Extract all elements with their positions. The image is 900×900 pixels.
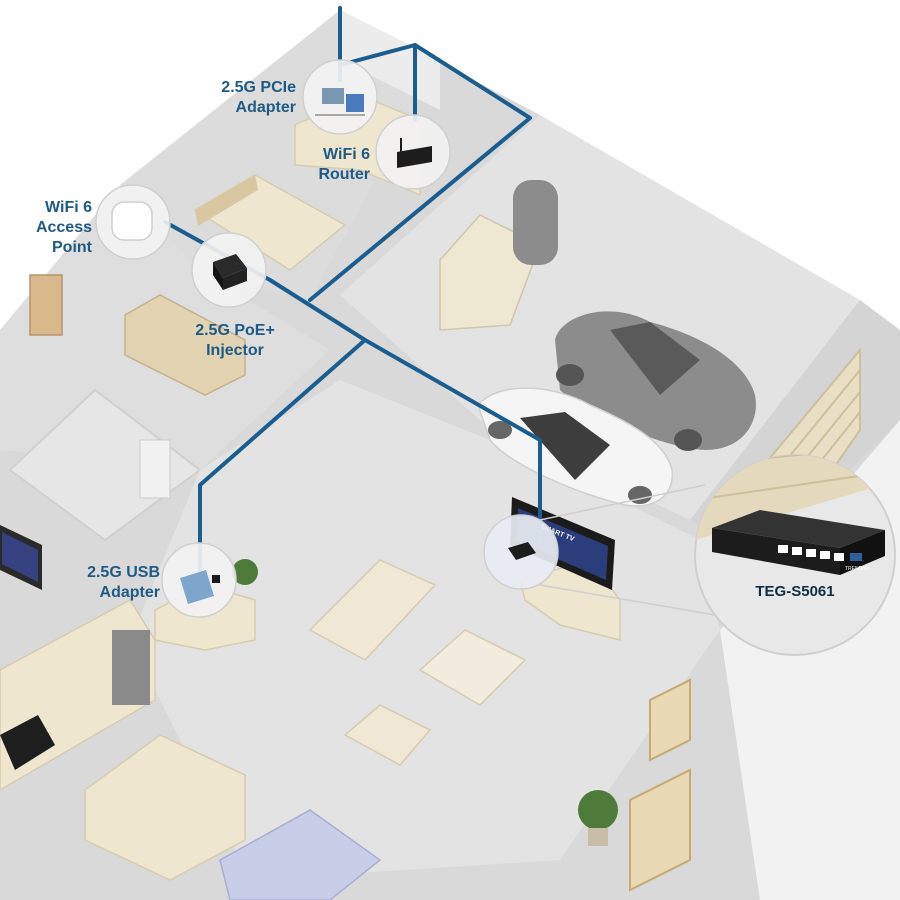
label-wifi-router: WiFi 6 Router: [318, 145, 370, 185]
callout-switch-location: [483, 514, 559, 590]
dresser: [124, 294, 246, 396]
callout-pcie-adapter: [302, 59, 378, 135]
bedroom-tv-screen: [2, 532, 38, 582]
bed-headboard: [195, 175, 258, 226]
plant: [232, 559, 258, 585]
dining-table: [219, 809, 382, 900]
fridge: [112, 630, 150, 705]
label-pcie-adapter-line-2: Adapter: [235, 99, 296, 116]
label-usb-adapter: 2.5G USB Adapter: [87, 563, 160, 603]
label-pcie-adapter: 2.5G PCIe Adapter: [221, 78, 296, 118]
switch-device: TRENDnet: [712, 510, 885, 575]
label-access-point-line-3: Point: [52, 239, 92, 256]
callout-access-point: [95, 184, 171, 260]
label-usb-adapter-line-1: 2.5G USB: [87, 564, 160, 581]
white-car: [477, 387, 673, 507]
label-access-point-line-1: WiFi 6: [45, 199, 92, 216]
armchair: [343, 704, 432, 766]
sofa: [308, 559, 437, 661]
label-wifi-router-line-2: Router: [318, 166, 370, 183]
callout-usb-adapter: [161, 542, 237, 618]
label-access-point: WiFi 6 Access Point: [36, 198, 92, 258]
living-room-floor: [130, 380, 720, 880]
window: [649, 678, 691, 762]
label-access-point-line-2: Access: [35, 219, 92, 236]
callout-wifi-router: [375, 114, 451, 190]
coffee-table: [418, 629, 527, 706]
label-wifi-router-line-1: WiFi 6: [323, 146, 370, 163]
plant-large: [578, 790, 618, 830]
label-poe-injector-line-1: 2.5G PoE+: [195, 322, 275, 339]
callout-poe-injector: [191, 232, 267, 308]
water-heater: [513, 180, 558, 265]
switch-brand: TRENDnet: [845, 566, 870, 572]
label-poe-injector: 2.5G PoE+ Injector: [175, 321, 295, 361]
garden-door: [629, 768, 691, 892]
plant-pot: [588, 828, 608, 846]
cooktop: [0, 715, 55, 770]
label-switch-model: TEG-S5061: [755, 583, 835, 600]
hall-door: [29, 274, 63, 336]
kitchen-island: [84, 734, 246, 881]
label-poe-injector-line-2: Injector: [206, 342, 264, 359]
label-pcie-adapter-line-1: 2.5G PCIe: [221, 79, 296, 96]
label-usb-adapter-line-2: Adapter: [99, 584, 160, 601]
zoom-connector: [539, 484, 716, 616]
bathroom-door: [139, 439, 171, 499]
